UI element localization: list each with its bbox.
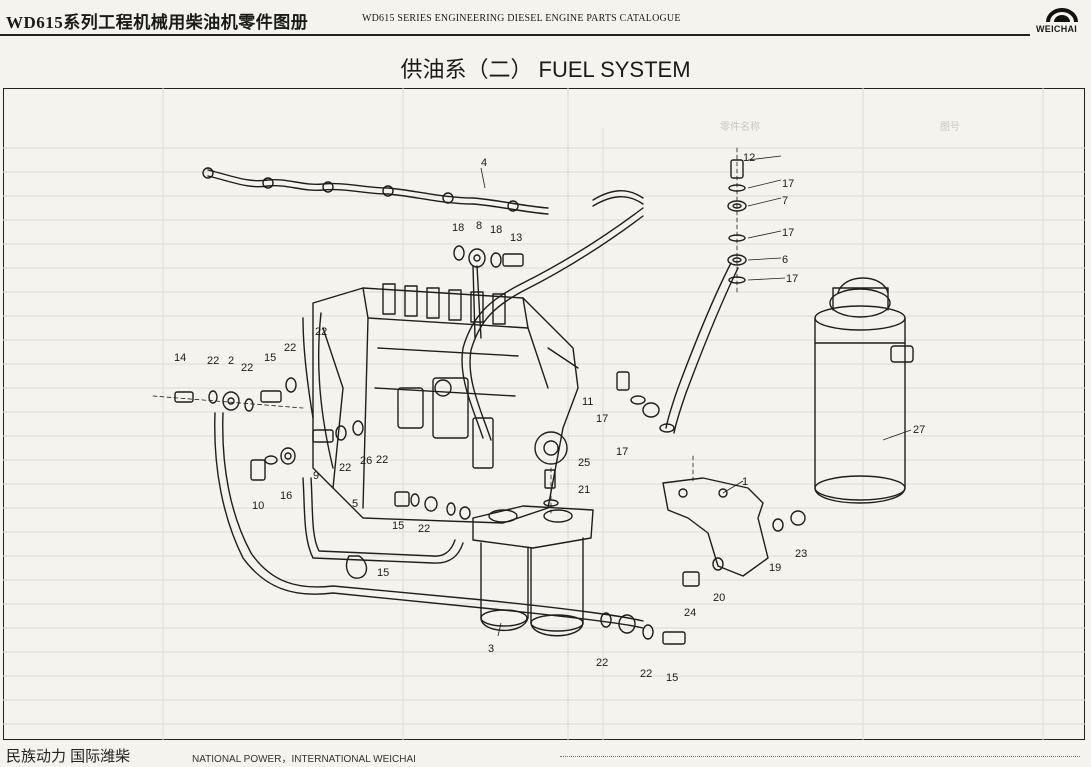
callout-17: 17 <box>782 178 795 190</box>
callout-20: 20 <box>713 592 726 604</box>
footer-rule <box>560 756 1080 757</box>
callout-7: 7 <box>782 195 789 207</box>
callout-22: 22 <box>241 362 254 374</box>
callout-13: 13 <box>510 232 523 244</box>
callout-19: 19 <box>769 562 782 574</box>
fuel-filter-27 <box>814 277 914 504</box>
callout-9: 9 <box>313 470 320 482</box>
callout-24: 24 <box>684 607 697 619</box>
fitting-18-8-13 <box>453 245 524 339</box>
callout-18: 18 <box>490 224 503 236</box>
bleed-through-text: 图号 <box>940 122 960 133</box>
callout-15: 15 <box>264 352 277 364</box>
callout-22: 22 <box>376 454 389 466</box>
footer-slogan-cn: 民族动力 国际潍柴 <box>6 748 131 765</box>
callout-23: 23 <box>795 548 808 560</box>
footer-slogan-en: NATIONAL POWER，INTERNATIONAL WEICHAI <box>192 754 416 765</box>
callout-15: 15 <box>666 672 679 684</box>
callout-4: 4 <box>481 157 488 169</box>
callout-22: 22 <box>640 668 653 680</box>
callout-15: 15 <box>392 520 405 532</box>
diagram-frame <box>3 88 1085 740</box>
brand-name: WEICHAI <box>1036 24 1078 34</box>
weichai-logo-icon <box>1046 8 1078 23</box>
callout-22: 22 <box>284 342 297 354</box>
callout-16: 16 <box>280 490 293 502</box>
callout-11: 11 <box>582 396 594 408</box>
callout-17: 17 <box>786 273 799 285</box>
callout-22: 22 <box>418 523 431 535</box>
callout-21: 21 <box>578 484 591 496</box>
callout-22: 22 <box>315 326 328 338</box>
leader-lines <box>480 155 912 637</box>
fuel-system-exploded-view <box>152 147 914 645</box>
callout-10: 10 <box>252 500 265 512</box>
left-fitting-chain <box>152 377 304 412</box>
catalogue-title-en: WD615 SERIES ENGINEERING DIESEL ENGINE P… <box>362 13 681 24</box>
callout-17: 17 <box>782 227 795 239</box>
bleed-through-text: 零件名称 <box>720 122 760 133</box>
fuel-filter-3 <box>472 505 594 637</box>
callout-8: 8 <box>476 220 483 232</box>
callout-27: 27 <box>913 424 926 436</box>
header-rule <box>0 34 1030 36</box>
return-hose-4 <box>202 167 644 215</box>
callout-5: 5 <box>352 498 359 510</box>
callout-22: 22 <box>207 355 220 367</box>
injection-pump <box>302 283 579 524</box>
callout-2: 2 <box>228 355 235 367</box>
callout-17: 17 <box>596 413 609 425</box>
callout-12: 12 <box>743 152 756 164</box>
callout-3: 3 <box>488 643 495 655</box>
callout-25: 25 <box>578 457 591 469</box>
callout-22: 22 <box>596 657 609 669</box>
callout-18: 18 <box>452 222 465 234</box>
callout-15: 15 <box>377 567 390 579</box>
page-title: 供油系（二） FUEL SYSTEM <box>400 57 691 82</box>
mounting-bracket-1 <box>662 455 769 577</box>
callout-22: 22 <box>339 462 352 474</box>
callout-14: 14 <box>174 352 187 364</box>
callout-1: 1 <box>742 476 749 488</box>
callout-26: 26 <box>360 455 373 467</box>
callout-6: 6 <box>782 254 789 266</box>
callout-17: 17 <box>616 446 629 458</box>
page-header: WD615系列工程机械用柴油机零件图册 WD615 SERIES ENGINEE… <box>0 0 1091 40</box>
catalogue-title-cn: WD615系列工程机械用柴油机零件图册 <box>6 13 309 32</box>
